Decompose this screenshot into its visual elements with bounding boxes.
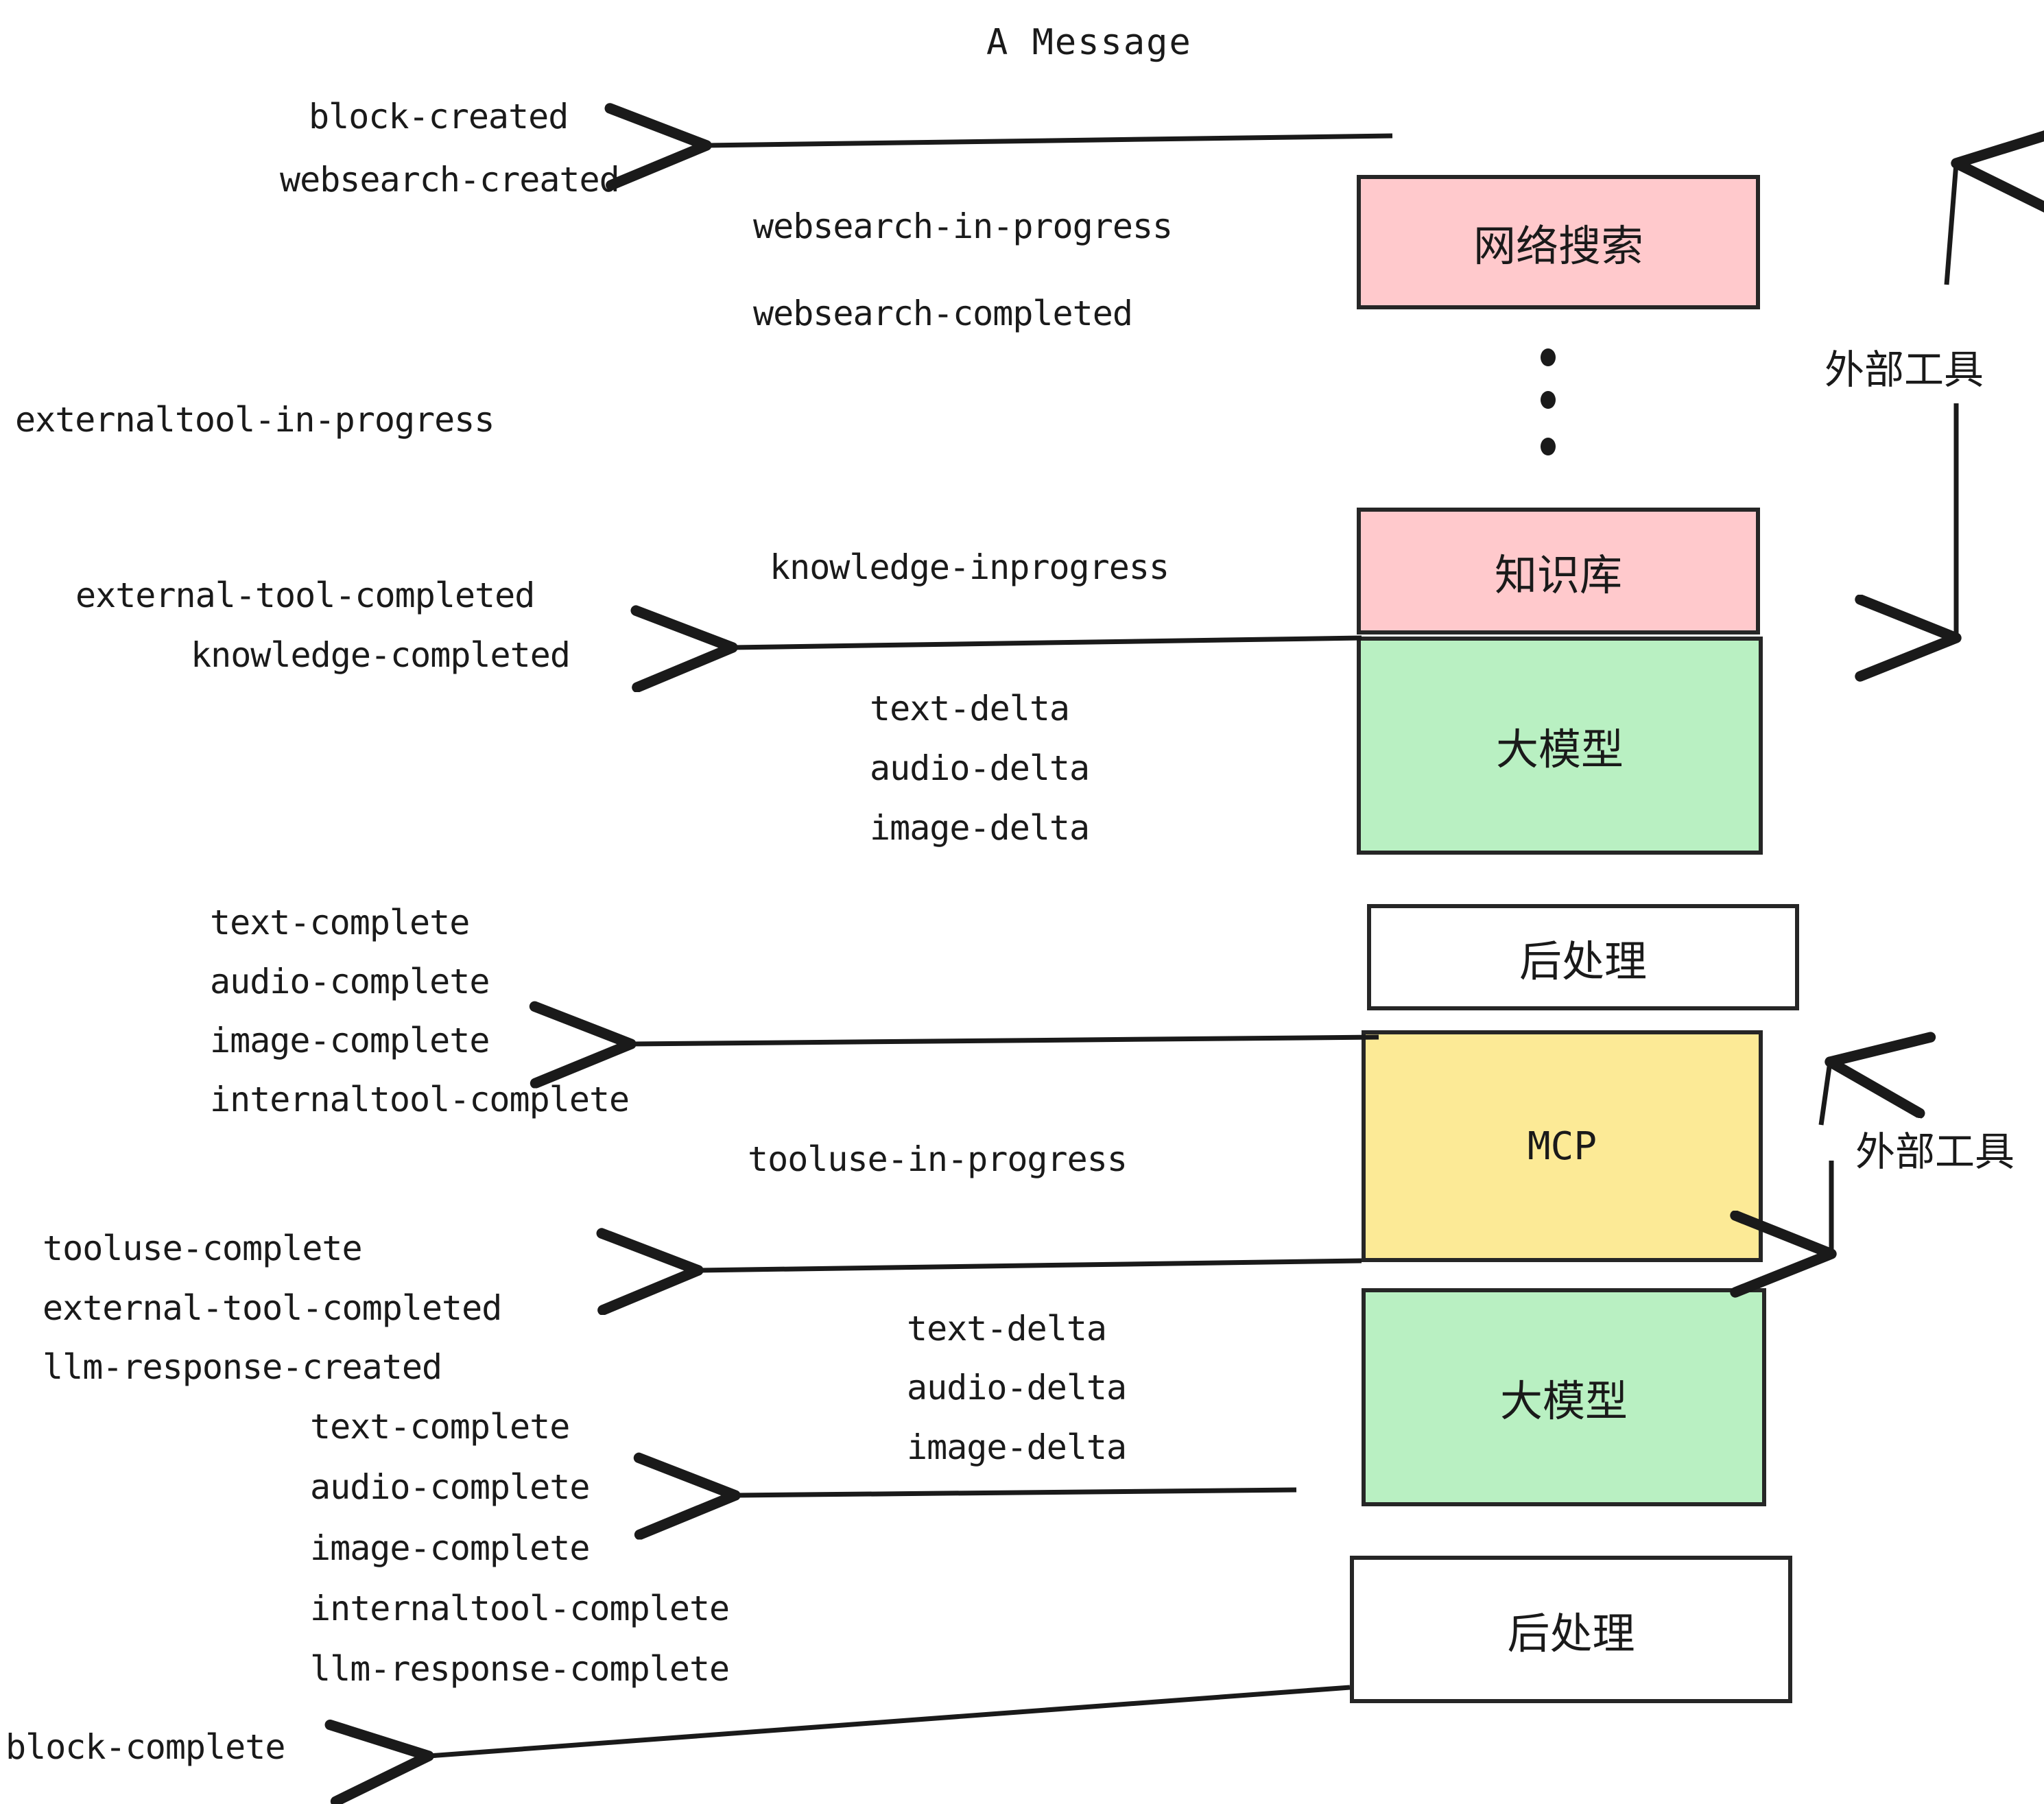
event-internaltool-complete-1: internaltool-complete (210, 1080, 630, 1119)
node-mcp-label: MCP (1527, 1124, 1597, 1169)
ellipsis-dot-icon (1541, 348, 1556, 366)
event-tooluse-in-progress: tooluse-in-progress (748, 1139, 1128, 1179)
event-text-delta-2: text-delta (907, 1309, 1107, 1349)
event-text-complete-1: text-complete (210, 903, 470, 942)
node-postprocess-top[interactable]: 后处理 (1367, 904, 1799, 1010)
node-llm-top[interactable]: 大模型 (1357, 637, 1763, 855)
event-websearch-in-progress: websearch-in-progress (753, 206, 1173, 246)
side-label-external-tool-bottom: 外部工具 (1855, 1128, 2015, 1175)
arrow-knowledge-to-completed (733, 638, 1362, 648)
node-mcp[interactable]: MCP (1362, 1030, 1763, 1262)
event-tooluse-complete: tooluse-complete (43, 1229, 363, 1268)
event-text-delta-1: text-delta (870, 689, 1070, 728)
node-postprocess-bottom-label: 后处理 (1507, 1608, 1635, 1659)
node-websearch[interactable]: 网络搜索 (1357, 175, 1760, 309)
side-label-external-tool-top: 外部工具 (1825, 346, 1984, 393)
arrow-mcp-to-tooluse-complete (698, 1261, 1362, 1270)
page-title: A Message (986, 22, 1192, 63)
arrow-external-tool-top-up (1944, 163, 1956, 285)
node-websearch-label: 网络搜索 (1473, 221, 1643, 271)
node-knowledge[interactable]: 知识库 (1357, 508, 1760, 634)
node-knowledge-label: 知识库 (1494, 549, 1622, 600)
event-block-created: block-created (309, 97, 569, 137)
node-postprocess-bottom[interactable]: 后处理 (1350, 1556, 1792, 1703)
event-websearch-created: websearch-created (280, 160, 620, 200)
event-external-tool-completed-1: external-tool-completed (75, 575, 535, 615)
event-llm-response-created: llm-response-created (43, 1347, 442, 1387)
event-llm-response-complete: llm-response-complete (310, 1649, 730, 1689)
event-block-complete: block-complete (5, 1727, 285, 1767)
event-image-complete-1: image-complete (210, 1021, 490, 1060)
arrow-llm-to-image-complete (631, 1037, 1379, 1044)
arrow-postprocess-to-block-complete (429, 1685, 1351, 1756)
event-text-complete-2: text-complete (310, 1407, 570, 1447)
event-image-delta-1: image-delta (870, 808, 1090, 848)
ellipsis-dot-icon (1541, 438, 1556, 455)
event-audio-complete-1: audio-complete (210, 962, 490, 1001)
event-audio-delta-2: audio-delta (907, 1368, 1127, 1408)
arrow-websearch-to-created (706, 136, 1393, 145)
event-websearch-completed: websearch-completed (753, 294, 1133, 333)
node-postprocess-top-label: 后处理 (1519, 936, 1647, 986)
arrow-llm-bottom-to-audio-complete (735, 1490, 1297, 1495)
ellipsis-dot-icon (1541, 391, 1556, 409)
event-internaltool-complete-2: internaltool-complete (310, 1589, 730, 1628)
event-audio-delta-1: audio-delta (870, 748, 1090, 788)
node-llm-bottom-label: 大模型 (1499, 1376, 1628, 1426)
arrow-external-tool-bottom-up (1818, 1062, 1830, 1126)
event-external-tool-completed-2: external-tool-completed (43, 1288, 502, 1328)
event-image-complete-2: image-complete (310, 1528, 590, 1568)
event-externaltool-in-progress: externaltool-in-progress (15, 400, 495, 440)
event-knowledge-inprogress: knowledge-inprogress (770, 547, 1169, 587)
event-knowledge-completed: knowledge-completed (191, 635, 571, 675)
node-llm-bottom[interactable]: 大模型 (1362, 1288, 1766, 1506)
event-audio-complete-2: audio-complete (310, 1467, 590, 1507)
node-llm-top-label: 大模型 (1495, 724, 1624, 774)
event-image-delta-2: image-delta (907, 1427, 1127, 1467)
